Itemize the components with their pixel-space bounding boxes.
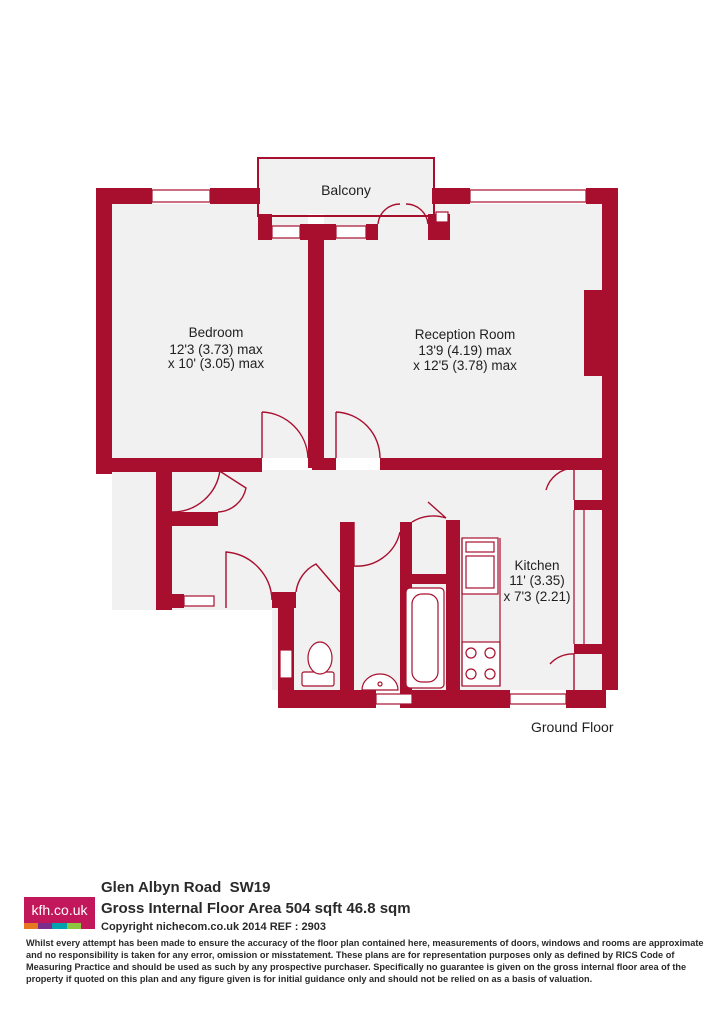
fixtures <box>301 510 585 691</box>
doors <box>171 203 575 690</box>
floor-area: Gross Internal Floor Area 504 sqft 46.8 … <box>101 900 411 917</box>
bedroom-name: Bedroom <box>189 325 244 340</box>
logo-strip-purple <box>38 923 53 929</box>
logo-color-strip <box>24 923 96 929</box>
kfh-logo: kfh.co.uk <box>24 897 96 929</box>
logo-strip-orange <box>24 923 39 929</box>
floor-label: Ground Floor <box>531 719 614 735</box>
reception-dim2: x 12'5 (3.78) max <box>413 358 517 373</box>
copyright-ref: Copyright nichecom.co.uk 2014 REF : 2903 <box>101 921 326 933</box>
bedroom-dim2: x 10' (3.05) max <box>168 356 265 371</box>
balcony-label: Balcony <box>321 182 371 198</box>
logo-strip-teal <box>52 923 67 929</box>
reception-dim1: 13'9 (4.19) max <box>418 343 512 358</box>
logo-text: kfh.co.uk <box>24 897 95 923</box>
reception-name: Reception Room <box>415 327 516 342</box>
walls <box>96 188 618 708</box>
property-address: Glen Albyn Road SW19 <box>101 879 271 896</box>
kitchen-name: Kitchen <box>514 558 559 573</box>
bedroom-dim1: 12'3 (3.73) max <box>169 342 263 357</box>
logo-strip-green <box>66 923 81 929</box>
kitchen-dim2: x 7'3 (2.21) <box>503 589 570 604</box>
kitchen-dim1: 11' (3.35) <box>509 573 565 588</box>
logo-strip-pink <box>80 923 96 929</box>
windows <box>151 189 587 705</box>
floor-plan: Balcony Bedroom 12'3 (3.73) max x 10' (3… <box>96 157 618 708</box>
balcony-outline <box>257 157 435 217</box>
disclaimer-text: Whilst every attempt has been made to en… <box>26 938 704 984</box>
